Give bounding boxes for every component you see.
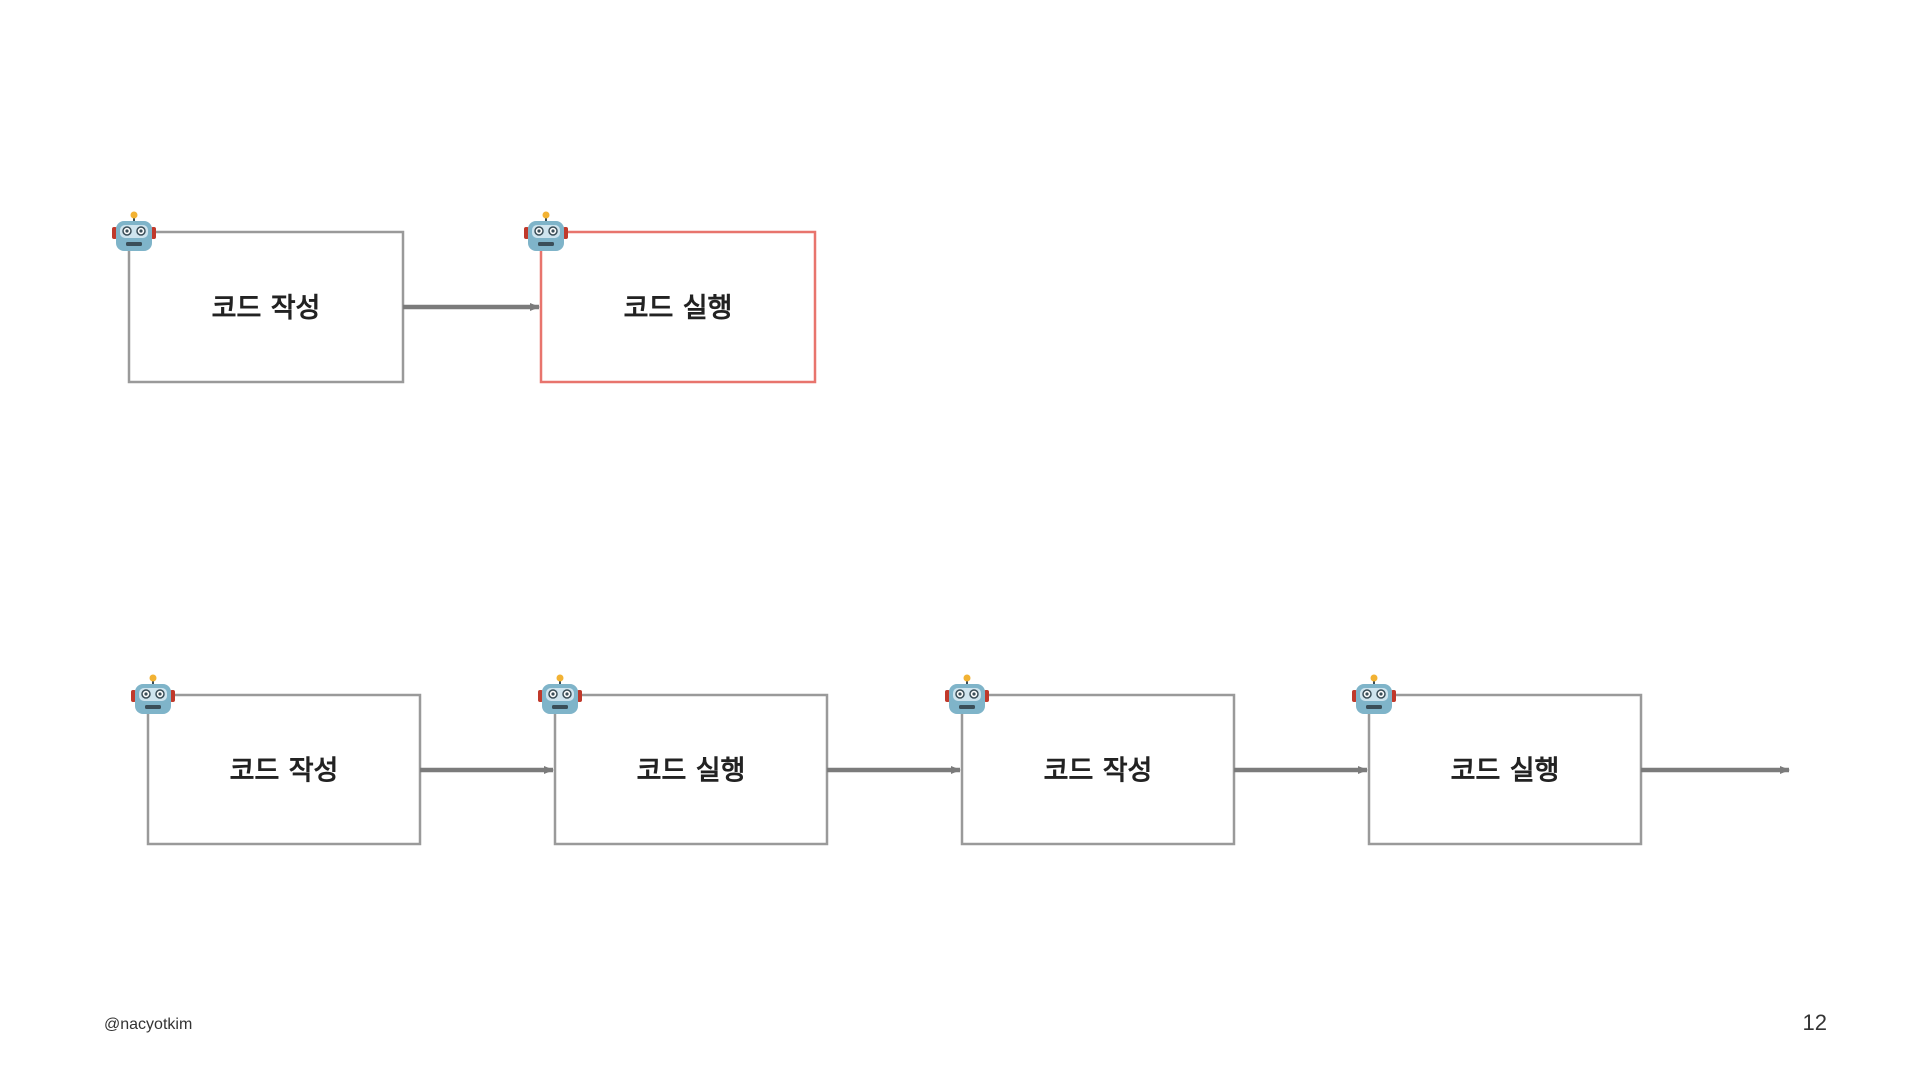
- step-label: 코드 작성: [1044, 756, 1153, 787]
- author-handle: @nacyotkim: [104, 1016, 193, 1033]
- step-label: 코드 실행: [624, 293, 733, 324]
- single-step-row: 코드 작성 코드 실행: [112, 211, 817, 384]
- loop-row: 코드 작성 코드 실행 코드 작성 코드 실행: [131, 674, 1790, 846]
- step-node: 코드 작성: [945, 674, 1236, 846]
- step-label: 코드 실행: [1451, 756, 1560, 787]
- step-box: [127, 230, 405, 384]
- step-label: 코드 작성: [212, 293, 321, 324]
- step-node: 코드 실행: [538, 674, 829, 846]
- robot-icon: [538, 674, 582, 714]
- step-box: [146, 693, 422, 846]
- step-label: 코드 작성: [230, 756, 339, 787]
- step-box: [1367, 693, 1643, 846]
- step-node: 코드 작성: [112, 211, 405, 384]
- robot-icon: [112, 211, 156, 251]
- robot-icon: [524, 211, 568, 251]
- robot-icon: [131, 674, 175, 714]
- step-node: 코드 작성: [131, 674, 422, 846]
- robot-icon: [1352, 674, 1396, 714]
- step-box: [960, 693, 1236, 846]
- step-box: [553, 693, 829, 846]
- step-node: 코드 실행: [524, 211, 817, 384]
- step-label: 코드 실행: [637, 756, 746, 787]
- step-node: 코드 실행: [1352, 674, 1643, 846]
- step-box-highlighted: [539, 230, 817, 384]
- page-number: 12: [1802, 1010, 1827, 1035]
- robot-icon: [945, 674, 989, 714]
